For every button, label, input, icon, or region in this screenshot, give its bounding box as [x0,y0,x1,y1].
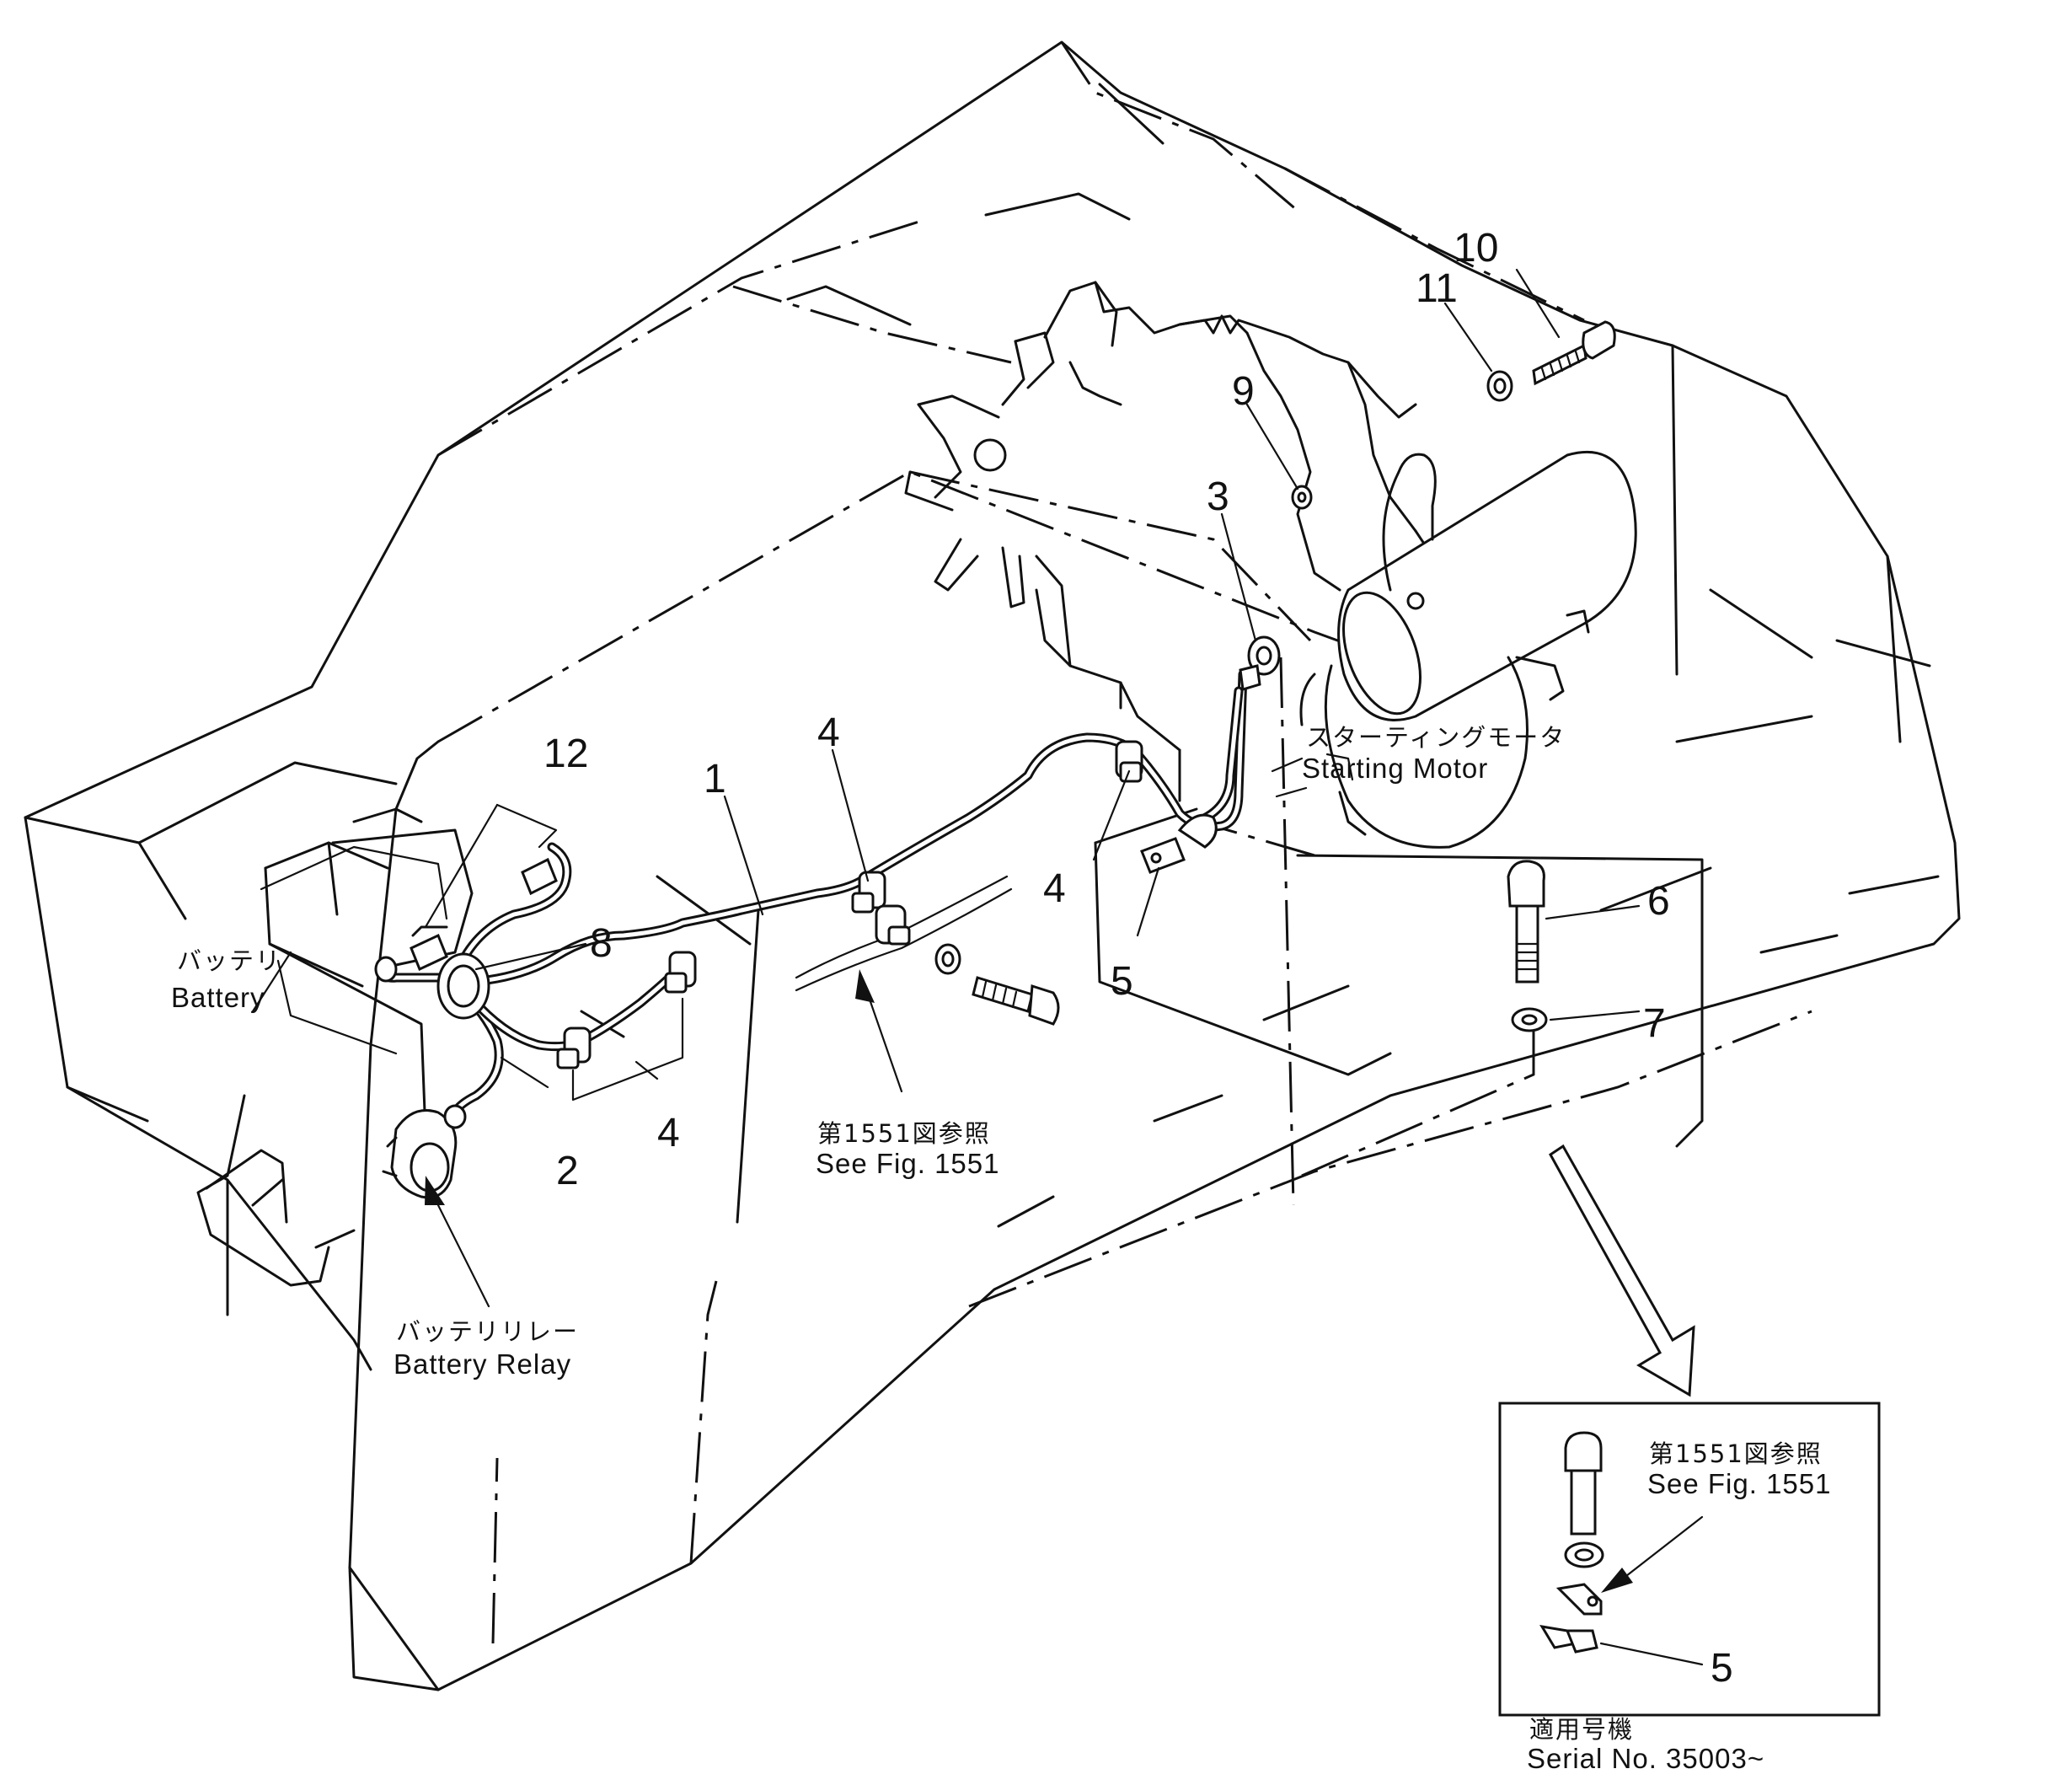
ref-main-en: See Fig. 1551 [816,1148,999,1179]
callout-3: 3 [1207,474,1229,519]
clamp-a [851,871,886,914]
engine-assembly [917,281,1637,849]
grommet [436,952,490,1020]
bolt-1551 [972,976,1060,1026]
battery-relay [382,1104,467,1199]
ref-inset-en: See Fig. 1551 [1647,1468,1831,1499]
battery-label-en: Battery [171,982,265,1013]
callout-6: 6 [1647,879,1670,924]
washer-part-7 [1511,1007,1548,1032]
motor-label-jp: スターティングモータ [1306,723,1566,752]
callout-9: 9 [1232,369,1255,414]
battery-label-jp: バッテリ [177,946,281,975]
callout-5: 5 [1111,959,1133,1004]
bracket-panel [1094,807,1704,1177]
callout-5-inset: 5 [1711,1646,1733,1691]
clamps [556,740,1143,1069]
bolt-part-6 [1507,860,1545,984]
detail-inset [1498,1402,1881,1717]
callout-numbers: 1 2 3 4 4 4 5 5 6 7 8 9 10 11 12 [543,226,1733,1691]
washer-part-11 [1486,370,1513,402]
callout-4-left: 4 [657,1111,680,1155]
component-labels: バッテリ Battery バッテリリレー Battery Relay スターティ… [171,723,1831,1774]
clamp-c [664,951,697,994]
motor-label-en: Starting Motor [1302,753,1488,784]
washer-part-9 [1291,485,1313,510]
callout-12: 12 [543,732,588,776]
relay-label-jp: バッテリリレー [396,1317,579,1346]
clamp-b [1115,740,1143,783]
callout-4-upper: 4 [817,710,840,755]
bracket-part-5 [1140,813,1218,874]
detail-arrow [1549,1144,1695,1397]
clamp-d [556,1027,592,1069]
battery-compartment [24,761,474,1152]
callout-7: 7 [1643,1001,1666,1046]
upper-structure-outline [24,40,1961,1691]
relay-label-en: Battery Relay [394,1348,571,1380]
leader-lines [251,268,1641,1308]
callout-2: 2 [556,1149,579,1193]
front-cover-panel [196,470,1408,1691]
callout-10: 10 [1454,226,1498,271]
bolt-part-10 [1532,320,1616,386]
washer-1551 [934,943,961,975]
motor-terminal [1239,635,1281,691]
callout-4-right: 4 [1043,866,1066,911]
serial-label-jp: 適用号機 [1529,1715,1634,1744]
connectors [374,857,558,983]
serial-label-en: Serial No. 35003~ [1527,1743,1764,1774]
ref-main-jp: 第1551図参照 [817,1119,991,1148]
callout-8: 8 [590,921,613,966]
callout-11: 11 [1416,266,1458,311]
harness-cables [374,669,1248,1118]
ref-inset-jp: 第1551図参照 [1649,1439,1823,1468]
callout-1: 1 [704,757,726,801]
clamp-1551 [875,904,911,946]
